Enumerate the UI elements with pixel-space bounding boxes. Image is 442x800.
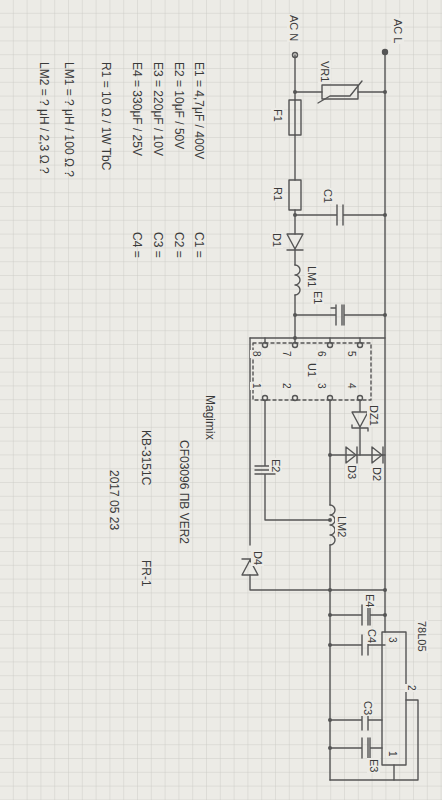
capacitor-symbol: [295, 205, 385, 225]
fuse-symbol: [289, 100, 301, 135]
ic-outline: [253, 343, 371, 400]
electrolytic-capacitor: [330, 738, 382, 758]
wire: [265, 338, 360, 343]
electrolytic-capacitor: [330, 605, 385, 625]
pin-number: 1: [251, 382, 263, 390]
part-name: C3: [361, 700, 374, 716]
value-note: C2 =: [171, 232, 185, 258]
value-note: C3 =: [150, 232, 164, 258]
pin-number: 7: [281, 350, 293, 358]
part-name: E3: [367, 758, 380, 773]
value-note: LM1 = ? μH / 100 Ω ?: [61, 62, 75, 177]
l-rail: [384, 52, 385, 632]
brand-note: Magimix: [202, 395, 216, 440]
value-note: E4 = 330μF / 25V: [129, 62, 143, 156]
pin-number: 2: [281, 382, 293, 390]
fuse-symbol: [294, 100, 295, 135]
terminal-label: AC N: [287, 14, 300, 42]
value-note: E1 = 4,7μF / 400V: [191, 62, 205, 159]
value-note: E3 = 220μF / 10V: [150, 62, 164, 156]
varistor-symbol: [318, 81, 362, 103]
regulator-symbol: [382, 632, 406, 765]
part-name: D4: [251, 550, 264, 566]
part-name: LM1: [305, 265, 318, 288]
board-note: CF03096 ПВ VER2: [176, 440, 190, 544]
pin-number: 4: [346, 382, 358, 390]
board-note: KB-3151C: [138, 430, 152, 485]
zener-symbol: [352, 400, 368, 455]
part-name: C4: [365, 628, 378, 644]
part-name: C1: [321, 188, 334, 204]
board-note: FR-1: [138, 560, 152, 587]
inductor-symbol: [330, 505, 335, 545]
diode-symbol: [346, 447, 357, 463]
part-name: F1: [271, 108, 284, 123]
capacitor-symbol: [330, 710, 382, 730]
diode-symbol: [287, 234, 303, 250]
wire: [329, 455, 330, 780]
value-note: C4 =: [129, 232, 143, 258]
part-name: DZ1: [367, 404, 380, 427]
pin-number: 1: [387, 750, 399, 758]
electrolytic-capacitor: [295, 305, 385, 325]
electrolytic-capacitor: [255, 400, 330, 520]
value-note: LM2 = ? μH / 2,3 Ω ?: [36, 62, 50, 174]
part-name: R1: [271, 186, 284, 202]
pin-number: 3: [316, 382, 328, 390]
part-name: VR1: [318, 60, 331, 83]
part-name: D1: [270, 232, 283, 248]
part-name: U1: [305, 362, 318, 378]
wire: [250, 337, 385, 338]
part-name: 78L05: [415, 620, 428, 653]
pin-number: 6: [316, 350, 328, 358]
inductor-symbol: [295, 265, 300, 295]
diode-symbol: [372, 447, 383, 463]
part-name: E1: [311, 290, 324, 305]
pin-number: 5: [346, 350, 358, 358]
part-name: E4: [363, 593, 376, 608]
part-name: D3: [345, 464, 358, 480]
wire: [330, 765, 394, 780]
date-note: 2017 05 23: [106, 470, 120, 530]
pin-number: 3: [387, 636, 399, 644]
wire: [394, 700, 418, 780]
pin-number: 8: [251, 350, 263, 358]
terminal: [383, 50, 388, 55]
resistor-symbol: [289, 180, 301, 210]
part-name: D2: [370, 466, 383, 482]
wire: [295, 91, 385, 92]
terminal-label: AC L: [391, 18, 404, 44]
part-name: LM2: [335, 515, 348, 538]
value-note: C1 =: [191, 232, 205, 258]
pin-number: 2: [406, 684, 418, 692]
value-note: R1 = 10 Ω / 1W TbC: [98, 62, 112, 170]
value-note: E2 = 10μF / 50V: [171, 62, 185, 149]
terminal: [293, 53, 298, 58]
wire: [250, 338, 385, 590]
part-name: E2: [269, 458, 282, 473]
